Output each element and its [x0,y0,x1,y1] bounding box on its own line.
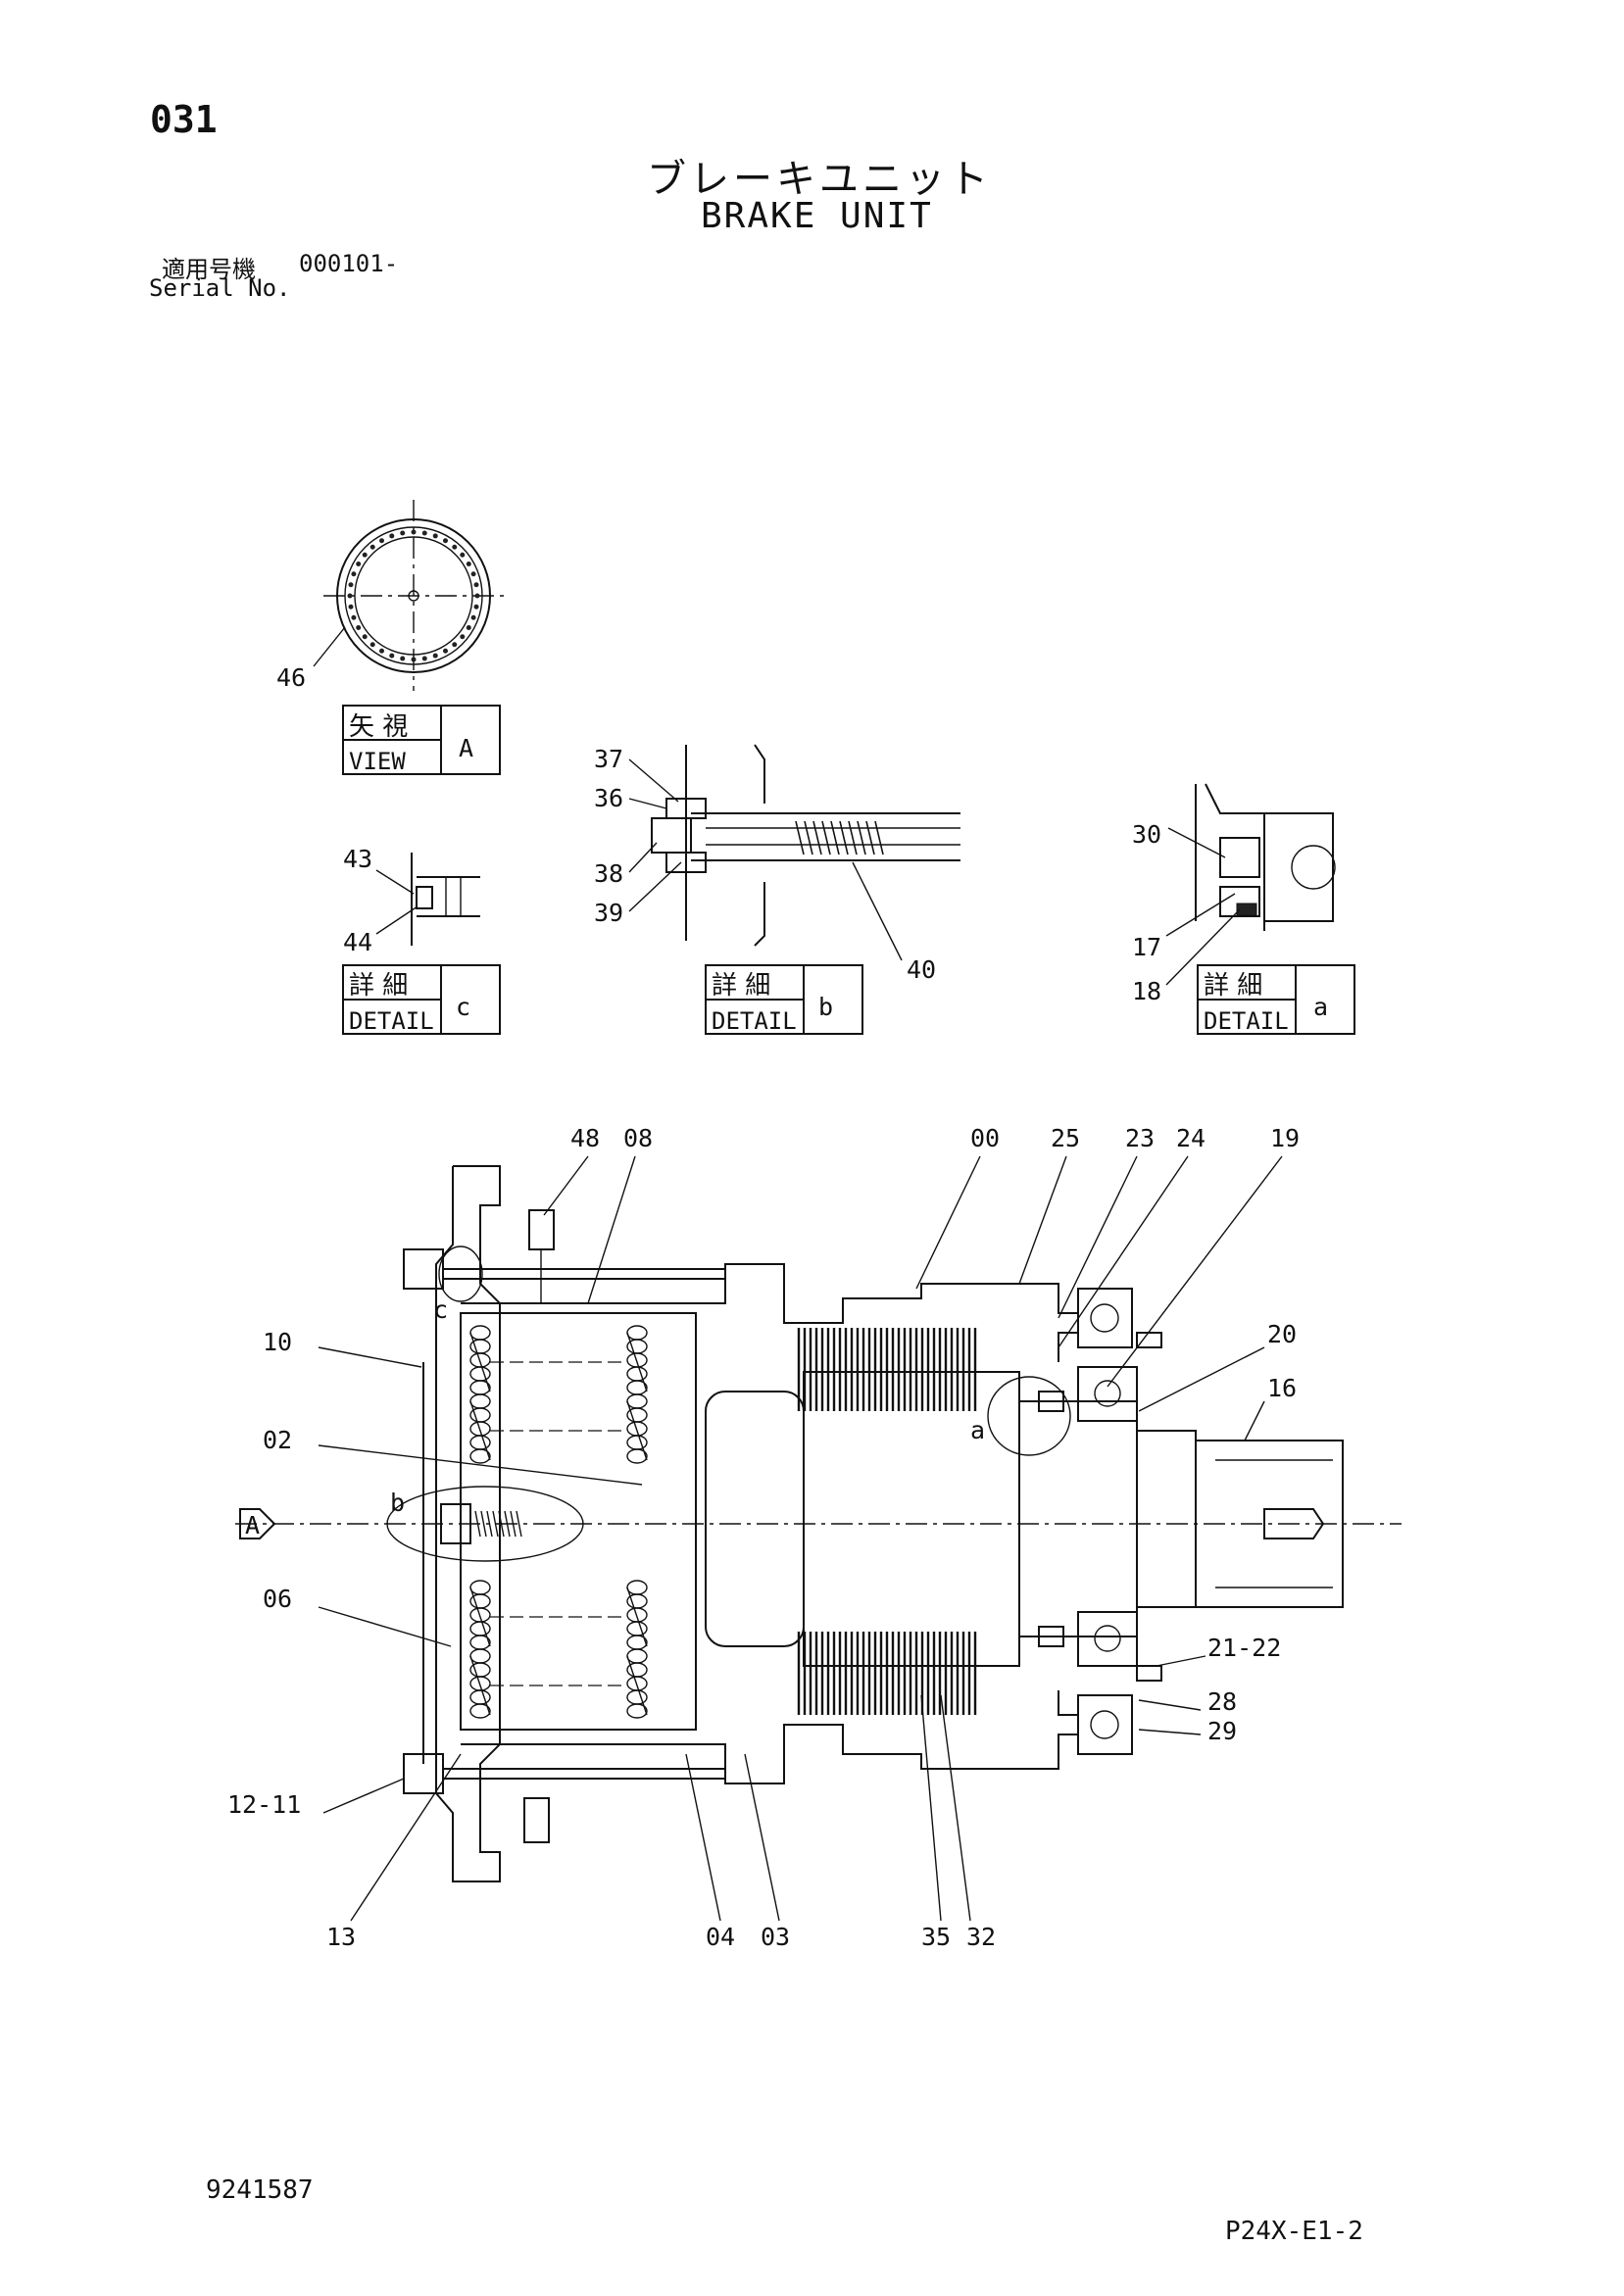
part-46: 46 [276,663,306,692]
detail-b-view: 37 36 38 39 40 [594,744,960,984]
part-43: 43 [343,845,372,873]
part-00: 00 [970,1124,1000,1152]
main-section-view: A [227,1124,1402,1951]
arrow-a-letter: A [245,1511,260,1539]
detail-c-view: 43 44 [343,845,480,956]
detail-a-marker: a [970,1416,985,1444]
title-english: BRAKE UNIT [701,196,933,236]
detail-b-label: 詳 細 DETAIL b [705,964,863,1035]
part-10: 10 [263,1328,292,1356]
part-17: 17 [1132,933,1161,961]
part-25: 25 [1051,1124,1080,1152]
part-16: 16 [1267,1374,1297,1402]
part-40: 40 [907,955,936,984]
detail-a-letter: a [1313,993,1328,1021]
detail-c-en: DETAIL [349,1007,434,1035]
detail-c-letter: c [456,993,470,1021]
part-03: 03 [761,1923,790,1951]
part-18: 18 [1132,977,1161,1005]
part-20: 20 [1267,1320,1297,1348]
part-21-22: 21-22 [1207,1634,1281,1662]
part-38: 38 [594,859,623,888]
detail-a-view: 30 17 18 [1132,783,1336,1005]
serial-value: 000101- [299,250,399,277]
part-37: 37 [594,745,623,773]
detail-c-jp: 詳 細 [349,971,408,1001]
detail-a-en: DETAIL [1204,1007,1289,1035]
serial-label-japanese: 適用号機 [162,256,256,283]
part-04: 04 [706,1923,735,1951]
document-number: 9241587 [206,2175,314,2205]
part-13: 13 [326,1923,356,1951]
part-19: 19 [1270,1124,1300,1152]
view-a-en: VIEW [349,748,406,775]
view-a-label: 矢 視 VIEW A [342,705,501,775]
part-12-11: 12-11 [227,1790,301,1819]
part-36: 36 [594,784,623,812]
part-30: 30 [1132,820,1161,849]
detail-b-marker: b [390,1489,405,1517]
view-a-letter: A [459,734,473,762]
part-06: 06 [263,1585,292,1613]
part-39: 39 [594,899,623,927]
view-a-jp: 矢 視 [349,712,408,742]
title-japanese: ブレーキユニット [647,157,992,202]
detail-b-jp: 詳 細 [712,971,770,1001]
part-28: 28 [1207,1687,1237,1716]
part-23: 23 [1125,1124,1155,1152]
view-a-ring: 46 [276,500,510,692]
serial-label-english: Serial No. [149,274,291,302]
part-32: 32 [966,1923,996,1951]
part-44: 44 [343,928,372,956]
part-24: 24 [1176,1124,1206,1152]
part-08: 08 [623,1124,653,1152]
part-35: 35 [921,1923,951,1951]
detail-c-label: 詳 細 DETAIL c [342,964,501,1035]
detail-c-marker: c [433,1295,448,1324]
page-number: 031 [150,98,218,141]
part-29: 29 [1207,1717,1237,1745]
detail-b-letter: b [818,993,833,1021]
part-02: 02 [263,1426,292,1454]
part-48: 48 [570,1124,600,1152]
detail-b-en: DETAIL [712,1007,797,1035]
detail-a-label: 詳 細 DETAIL a [1197,964,1355,1035]
detail-a-jp: 詳 細 [1204,971,1262,1001]
page-code: P24X-E1-2 [1225,2217,1363,2246]
